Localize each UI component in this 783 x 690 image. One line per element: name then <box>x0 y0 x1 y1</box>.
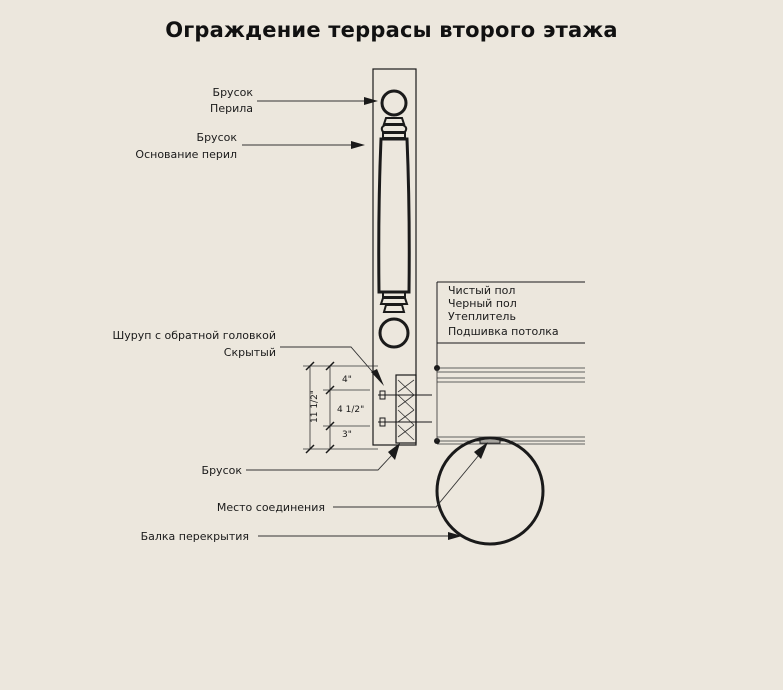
layer-label: Утеплитель <box>448 310 516 323</box>
dim-middle: 4 1/2" <box>337 405 364 415</box>
layer-label: Подшивка потолка <box>448 325 559 338</box>
label-base-2: Основание перил <box>135 148 237 161</box>
layer-label: Черный пол <box>448 297 517 310</box>
label-rail-1: Брусок <box>213 86 254 99</box>
dim-total: 11 1/2" <box>310 390 320 423</box>
label-block: Брусок <box>202 464 243 477</box>
dim-bottom: 3" <box>342 430 352 440</box>
layer-label: Чистый пол <box>448 284 515 297</box>
label-beam: Балка перекрытия <box>141 530 249 543</box>
page-title: Ограждение террасы второго этажа <box>165 18 618 42</box>
leaders <box>242 97 488 540</box>
label-joint: Место соединения <box>217 501 325 514</box>
baluster <box>377 89 411 349</box>
beam <box>435 436 545 546</box>
dimension-lines <box>303 361 378 454</box>
block <box>378 374 432 444</box>
post-frame <box>372 68 417 446</box>
label-base-1: Брусок <box>197 131 238 144</box>
label-rail-2: Перила <box>210 102 253 115</box>
label-screw-2: Скрытый <box>224 346 276 359</box>
dim-top: 4" <box>342 375 352 385</box>
label-screw-1: Шуруп с обратной головкой <box>113 329 277 342</box>
